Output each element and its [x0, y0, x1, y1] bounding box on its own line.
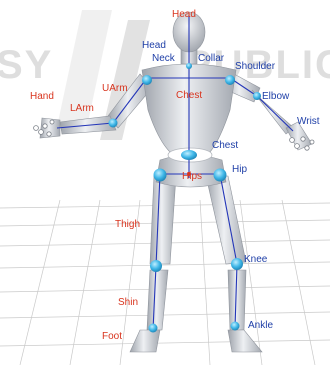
- label-wrist: Wrist: [297, 116, 320, 128]
- label-shin: Shin: [118, 297, 138, 309]
- elbow-left-joint: [109, 119, 118, 128]
- right-thigh-mesh: [206, 176, 246, 264]
- label-thigh: Thigh: [115, 219, 140, 231]
- shoulder-left-joint: [142, 75, 152, 85]
- watermark-left-text: SY: [0, 43, 53, 87]
- collar-joint: [186, 63, 192, 69]
- label-ankle: Ankle: [248, 320, 273, 332]
- label-shoulder: Shoulder: [235, 61, 275, 73]
- label-chest-upper: Chest: [176, 90, 202, 102]
- label-collar: Collar: [198, 53, 224, 65]
- label-head-end: Head: [172, 9, 196, 21]
- knee-right-joint: [231, 258, 243, 270]
- label-foot: Foot: [102, 331, 122, 343]
- label-hips: Hips: [182, 171, 202, 183]
- label-hand: Hand: [30, 91, 54, 103]
- left-foot-mesh: [130, 330, 160, 352]
- ankle-left-joint: [149, 324, 158, 333]
- label-head: Head: [142, 40, 166, 52]
- elbow-right-joint: [253, 92, 261, 100]
- label-chest-lower: Chest: [212, 140, 238, 152]
- label-larm: LArm: [70, 103, 94, 115]
- ankle-right-joint: [231, 322, 240, 331]
- label-neck: Neck: [152, 53, 175, 65]
- label-hip: Hip: [232, 164, 247, 176]
- label-elbow: Elbow: [262, 91, 289, 103]
- left-shin-mesh: [147, 270, 168, 330]
- hip-left-joint: [154, 169, 167, 182]
- chest-joint: [181, 150, 197, 160]
- shoulder-right-joint: [225, 75, 235, 85]
- left-thigh-mesh: [150, 176, 176, 264]
- knee-left-joint: [150, 260, 162, 272]
- hip-right-joint: [214, 169, 227, 182]
- label-knee: Knee: [244, 254, 267, 266]
- label-uarm: UArm: [102, 83, 128, 95]
